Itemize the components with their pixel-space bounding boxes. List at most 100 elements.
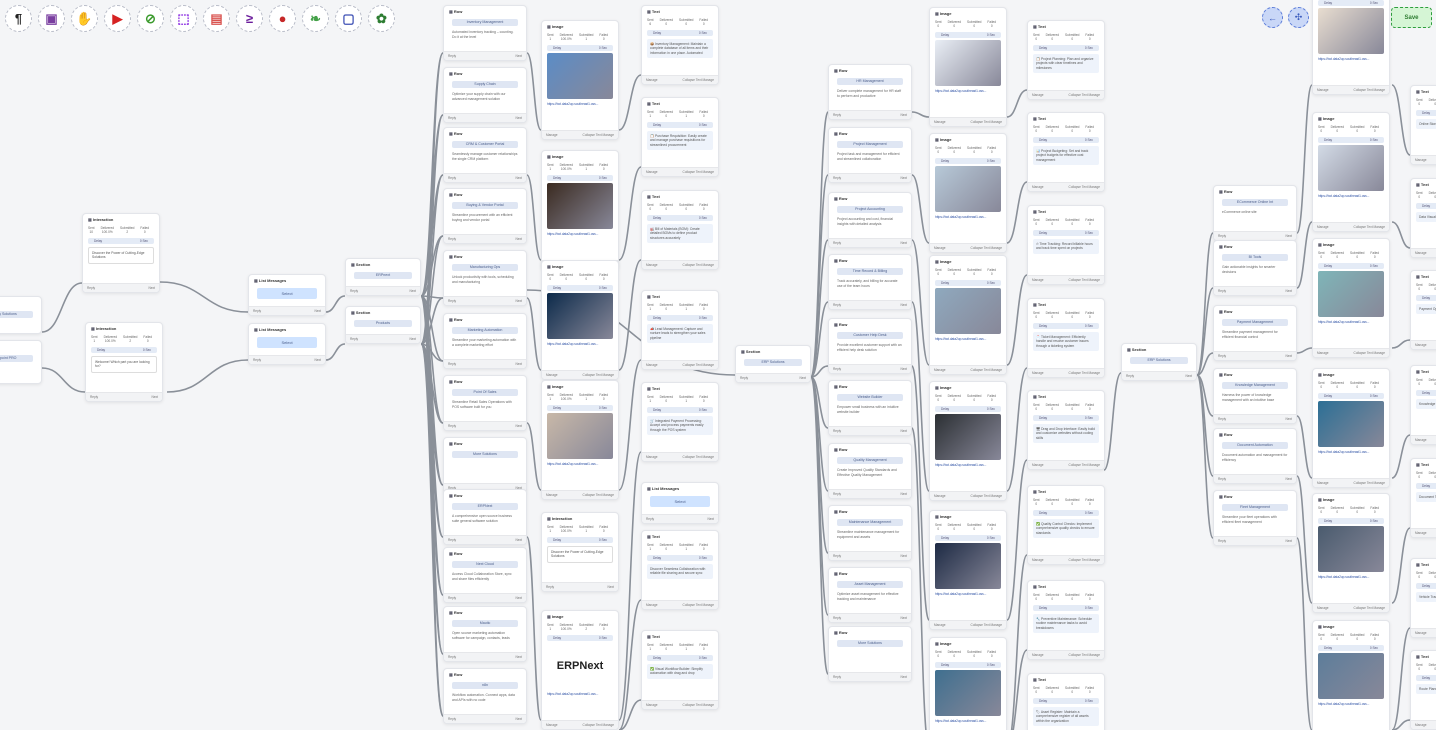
list-messages-node-next-label[interactable]: Next	[314, 358, 321, 362]
image-node-reply-label[interactable]: Manage	[934, 368, 946, 372]
row-node-reply-label[interactable]: Reply	[833, 303, 842, 307]
text-node[interactable]: TextSent0Delivered0Submitted0Failed0Dela…	[1027, 390, 1105, 470]
row-node-next-label[interactable]: Next	[515, 54, 522, 58]
section-node-reply-label[interactable]: Reply	[350, 337, 359, 341]
row-option-pill[interactable]: Fleet Management	[1222, 504, 1288, 511]
image-node-next-label[interactable]: Collapse Text Manage	[1353, 351, 1385, 355]
text-node-reply-label[interactable]: Manage	[646, 603, 658, 607]
image-node-reply-label[interactable]: Manage	[546, 373, 558, 377]
image-url[interactable]: https://bot.data2up.southeast1.oss...	[935, 592, 987, 596]
row-option-pill[interactable]: Supply Chain	[452, 81, 518, 88]
row-node-reply-label[interactable]: Reply	[448, 486, 457, 490]
image-node-reply-label[interactable]: Manage	[1317, 351, 1329, 355]
section-pill[interactable]: ERPnext	[354, 272, 412, 279]
row-node-reply-label[interactable]: Reply	[448, 116, 457, 120]
interaction-node-reply-label[interactable]: Reply	[87, 286, 96, 290]
row-node-next-label[interactable]: Next	[515, 362, 522, 366]
text-node[interactable]: TextSent0Delivered0Submitted0Failed0Dela…	[1410, 85, 1436, 165]
partial-pill[interactable]: ...fy Solutions	[0, 311, 33, 318]
text-node-next-label[interactable]: Collapse Text Manage	[682, 170, 714, 174]
row-node-reply-label[interactable]: Reply	[1218, 539, 1227, 543]
row-option-pill[interactable]: n8n	[452, 682, 518, 689]
row-option-pill[interactable]: Quality Management	[837, 457, 903, 464]
image-node[interactable]: ImageSent1Delivered100.0%Submitted2Faile…	[541, 610, 619, 730]
row-node-reply-label[interactable]: Reply	[833, 429, 842, 433]
row-option-pill[interactable]: BI Tools	[1222, 254, 1288, 261]
row-node-next-label[interactable]: Next	[515, 116, 522, 120]
image-url[interactable]: https://bot.data2up.southeast1.oss...	[1318, 320, 1370, 324]
text-node-reply-label[interactable]: Manage	[1415, 158, 1427, 162]
text-node-next-label[interactable]: Collapse Text Manage	[682, 263, 714, 267]
text-node[interactable]: TextSent0Delivered0Submitted0Failed0Dela…	[1410, 558, 1436, 638]
section-node-reply-label[interactable]: Reply	[740, 376, 749, 380]
row-node-reply-label[interactable]: Reply	[833, 492, 842, 496]
row-option-pill[interactable]: Mautic	[452, 620, 518, 627]
image-node[interactable]: ImageSent0Delivered0Submitted0Failed0Del…	[929, 637, 1007, 730]
image-node[interactable]: ImageSent0Delivered0Submitted0Failed0Del…	[929, 133, 1007, 253]
row-option-pill[interactable]: Buying & Vendor Portal	[452, 202, 518, 209]
text-node-next-label[interactable]: Collapse Text Manage	[1068, 278, 1100, 282]
row-node-next-label[interactable]: Next	[515, 596, 522, 600]
text-node-reply-label[interactable]: Manage	[1415, 723, 1427, 727]
text-node-reply-label[interactable]: Manage	[1032, 371, 1044, 375]
select-button[interactable]: Select	[257, 337, 317, 348]
partial-pill[interactable]: Supoint PRO	[0, 355, 33, 362]
image-node-reply-label[interactable]: Manage	[1317, 481, 1329, 485]
select-button[interactable]: Select	[650, 496, 710, 507]
row-node-reply-label[interactable]: Reply	[1218, 234, 1227, 238]
text-node[interactable]: TextSent1Delivered0Submitted1Failed0Dela…	[641, 382, 719, 462]
interaction-node-reply-label[interactable]: Reply	[546, 585, 555, 589]
image-node-next-label[interactable]: Collapse Text Manage	[582, 373, 614, 377]
row-node-next-label[interactable]: Next	[515, 717, 522, 721]
image-node-reply-label[interactable]: Manage	[934, 246, 946, 250]
image-node[interactable]: ImageSent1Delivered100.0%Submitted1Faile…	[541, 150, 619, 270]
text-node[interactable]: TextSent0Delivered0Submitted0Failed0Dela…	[641, 190, 719, 270]
section-pill[interactable]: ERP Solutions	[744, 359, 802, 366]
section-pill[interactable]: Products	[354, 320, 412, 327]
text-node-next-label[interactable]: Collapse Text Manage	[682, 455, 714, 459]
grid-icon[interactable]: ✣	[1288, 7, 1309, 28]
row-node-next-label[interactable]: Next	[900, 429, 907, 433]
row-node-next-label[interactable]: Next	[1285, 289, 1292, 293]
list-messages-node-reply-label[interactable]: Reply	[646, 517, 655, 521]
row-node-next-label[interactable]: Next	[900, 303, 907, 307]
row-option-pill[interactable]: HR Management	[837, 78, 903, 85]
row-node-next-label[interactable]: Next	[1285, 417, 1292, 421]
row-node-reply-label[interactable]: Reply	[448, 176, 457, 180]
image-node[interactable]: ImageSent0Delivered0Submitted0Failed0Del…	[929, 510, 1007, 630]
text-node[interactable]: TextSent0Delivered0Submitted0Failed0Dela…	[1410, 458, 1436, 538]
row-option-pill[interactable]: ERPNext	[452, 503, 518, 510]
text-node[interactable]: TextSent0Delivered0Submitted0Failed0Dela…	[1410, 365, 1436, 445]
image-node[interactable]: ImageSent0Delivered0Submitted0Failed0Del…	[1312, 0, 1390, 95]
row-node-reply-label[interactable]: Reply	[448, 655, 457, 659]
row-node-next-label[interactable]: Next	[1285, 234, 1292, 238]
text-node[interactable]: TextSent0Delivered0Submitted0Failed0Dela…	[1027, 485, 1105, 565]
row-node-next-label[interactable]: Next	[1285, 477, 1292, 481]
row-node-reply-label[interactable]: Reply	[448, 596, 457, 600]
text-node-next-label[interactable]: Collapse Text Manage	[682, 78, 714, 82]
